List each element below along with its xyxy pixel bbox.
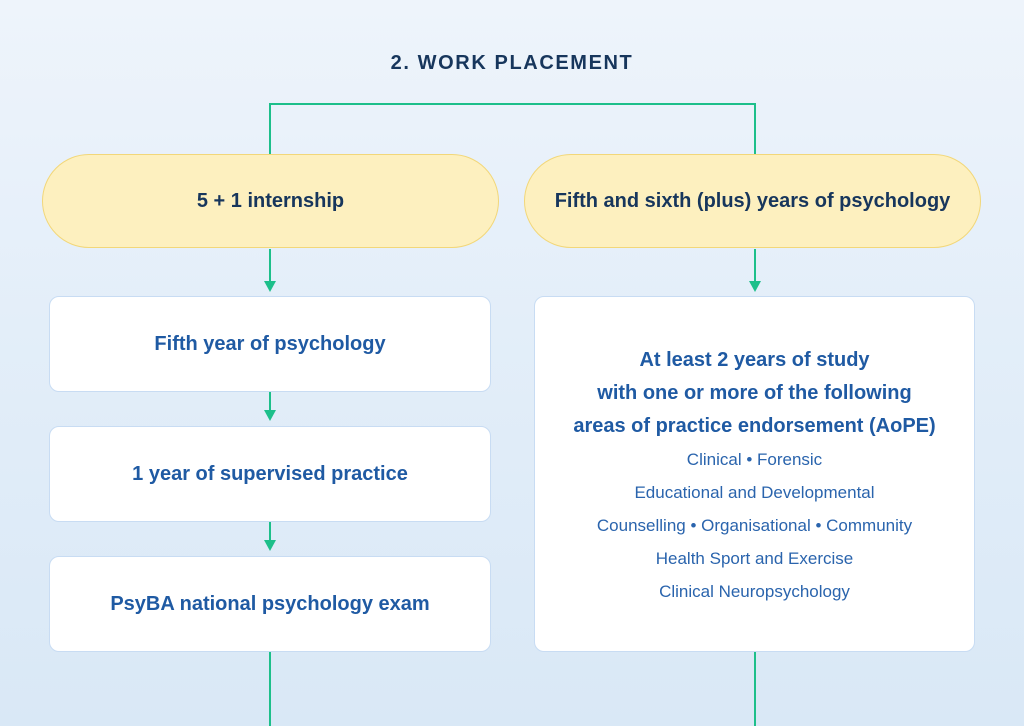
pill-label: 5 + 1 internship bbox=[196, 189, 345, 212]
pill-label: Fifth and sixth (plus) years of psycholo… bbox=[554, 189, 951, 212]
step-psyba-exam: PsyBA national psychology exam bbox=[49, 556, 491, 652]
aope-area-item: Health Sport and Exercise bbox=[655, 549, 854, 568]
pill-fifth-sixth-years: Fifth and sixth (plus) years of psycholo… bbox=[524, 154, 981, 248]
aope-area-item: Educational and Developmental bbox=[634, 483, 875, 502]
aope-area-item: Clinical Neuropsychology bbox=[659, 582, 850, 601]
left-arrow-1-head bbox=[264, 281, 276, 292]
pill-5-plus-1-internship: 5 + 1 internship bbox=[42, 154, 499, 248]
aope-study-box: At least 2 years of study with one or mo… bbox=[534, 296, 975, 652]
left-arrow-2-head bbox=[264, 410, 276, 421]
aope-heading-line: areas of practice endorsement (AoPE) bbox=[573, 415, 936, 437]
step-supervised-practice: 1 year of supervised practice bbox=[49, 426, 491, 522]
left-arrow-3-head bbox=[264, 540, 276, 551]
aope-heading-line: with one or more of the following bbox=[597, 382, 912, 404]
step-label: PsyBA national psychology exam bbox=[110, 592, 430, 615]
step-label: Fifth year of psychology bbox=[154, 332, 386, 355]
right-arrow-head bbox=[749, 281, 761, 292]
aope-area-list: Clinical • Forensic Educational and Deve… bbox=[535, 443, 974, 608]
aope-heading-line: At least 2 years of study bbox=[639, 349, 870, 371]
step-fifth-year: Fifth year of psychology bbox=[49, 296, 491, 392]
top-bracket-line bbox=[269, 103, 756, 154]
aope-area-item: Clinical • Forensic bbox=[686, 450, 823, 469]
section-title: 2. WORK PLACEMENT bbox=[390, 52, 634, 74]
aope-area-item: Counselling • Organisational • Community bbox=[596, 516, 913, 535]
step-label: 1 year of supervised practice bbox=[132, 462, 408, 485]
